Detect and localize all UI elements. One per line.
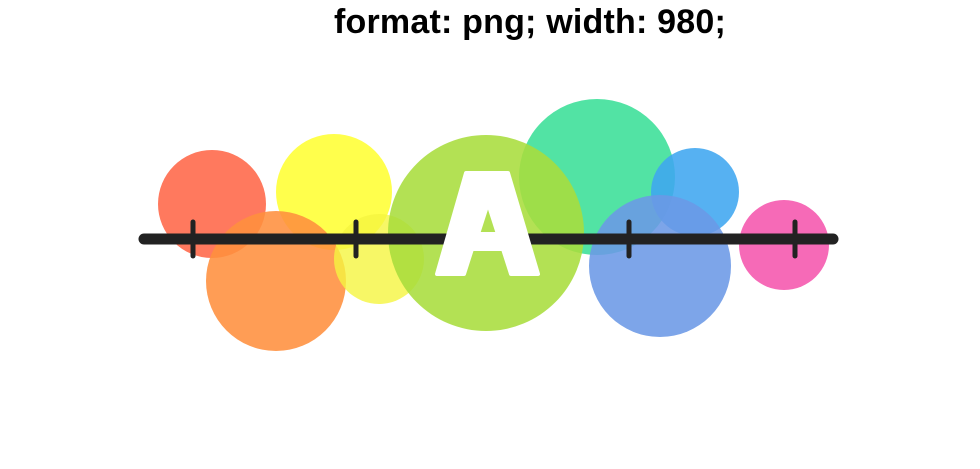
bubbles-group — [158, 99, 829, 351]
page-caption: format: png; width: 980; — [334, 3, 726, 41]
periwinkle-bubble — [589, 195, 731, 337]
pink-bubble — [739, 200, 829, 290]
orange-bubble — [206, 211, 346, 351]
logo-letter-a-icon — [435, 171, 540, 276]
